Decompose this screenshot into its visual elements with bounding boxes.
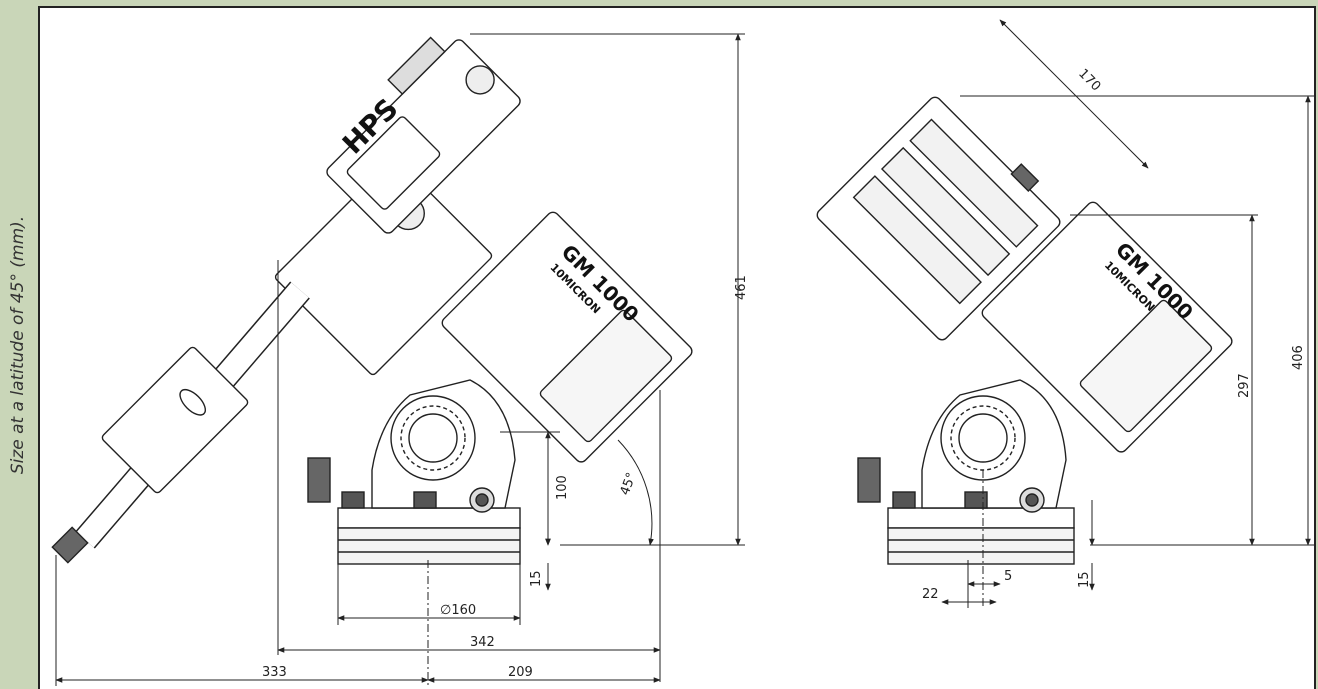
right-base-knobs bbox=[857, 457, 1045, 513]
left-shaft-end bbox=[51, 526, 89, 564]
dim-right-offset-small: 5 bbox=[1004, 569, 1012, 584]
right-mount-view bbox=[816, 96, 1233, 565]
left-base-plate bbox=[337, 507, 521, 565]
right-ra-gear bbox=[940, 395, 1026, 481]
left-mount-view bbox=[51, 36, 693, 565]
dim-left-width-right: 209 bbox=[508, 665, 533, 680]
dim-right-tube-length: 170 bbox=[1075, 66, 1103, 94]
right-dec-housing bbox=[816, 96, 1061, 341]
caption-strip: Size at a latitude of 45° (mm). bbox=[0, 0, 36, 689]
right-dimensions bbox=[941, 19, 1314, 608]
dim-left-base-height: 100 bbox=[555, 475, 570, 500]
dim-right-height-axis: 297 bbox=[1237, 373, 1252, 398]
dim-left-height: 461 bbox=[734, 275, 749, 300]
left-dimensions bbox=[55, 33, 745, 686]
dim-right-offset-width: 22 bbox=[922, 587, 939, 602]
dim-left-base-diameter: ∅160 bbox=[440, 603, 476, 618]
right-base-plate bbox=[887, 507, 1075, 565]
left-hps-saddle bbox=[326, 36, 521, 234]
right-ra-housing bbox=[981, 201, 1233, 453]
dim-left-width-mid: 342 bbox=[470, 635, 495, 650]
dim-left-latitude-angle: 45° bbox=[618, 471, 640, 498]
left-base-knobs bbox=[307, 457, 495, 513]
dim-right-height-total: 406 bbox=[1291, 345, 1306, 370]
left-counterweight bbox=[101, 346, 249, 494]
dim-left-width-left: 333 bbox=[262, 665, 287, 680]
dim-right-base-plate: 15 bbox=[1077, 571, 1092, 588]
left-ra-gear bbox=[390, 395, 476, 481]
dim-left-base-plate: 15 bbox=[529, 570, 544, 587]
left-ra-housing bbox=[441, 211, 693, 463]
